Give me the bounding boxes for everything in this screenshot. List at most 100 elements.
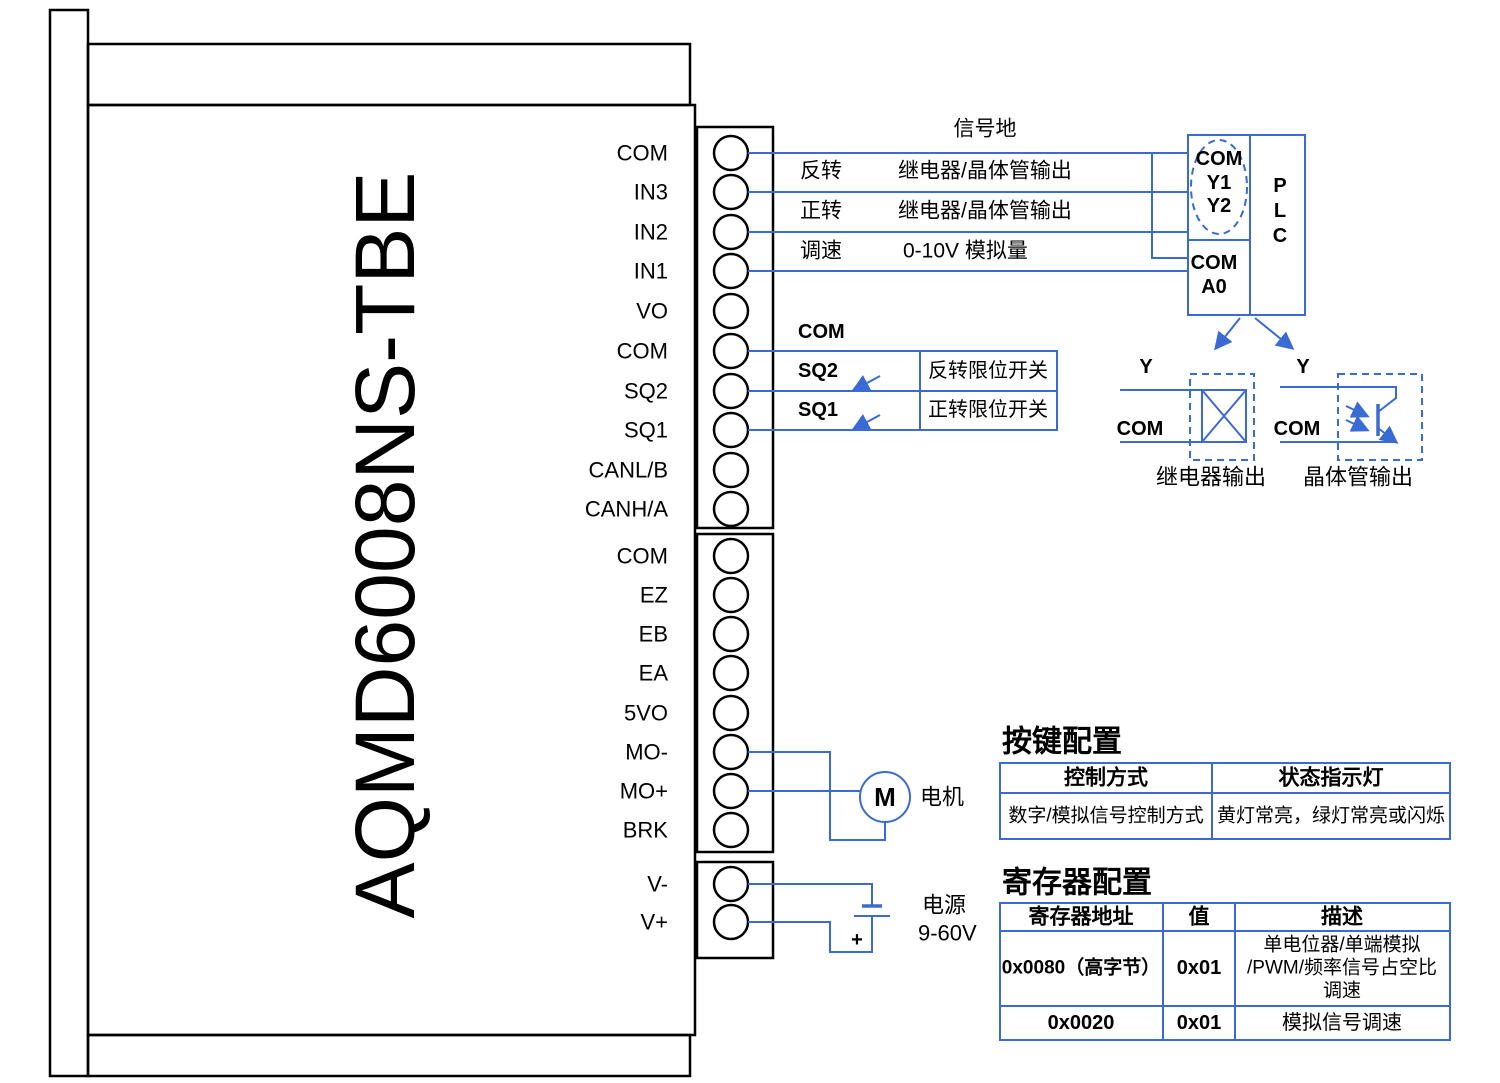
plc-letter-p: P [1273, 175, 1286, 197]
terminal-label: V+ [640, 910, 668, 935]
plc-output-group-ellipse [1190, 139, 1248, 235]
sq1-desc-label: 正转限位开关 [928, 398, 1048, 421]
terminal-label: COM [617, 339, 668, 364]
transistor-output-caption: 晶体管输出 [1303, 465, 1413, 490]
transistor-emitter [1377, 425, 1399, 444]
terminal-label: CANL/B [589, 458, 668, 483]
transistor-y-label: Y [1296, 356, 1310, 378]
motor-circuit: M 电机 [748, 751, 964, 841]
battery-plus-label: + [851, 929, 863, 951]
forward-output-type-label: 继电器/晶体管输出 [898, 200, 1072, 223]
sq2-desc-label: 反转限位开关 [928, 359, 1048, 382]
reverse-output-type-label: 继电器/晶体管输出 [898, 160, 1072, 183]
terminal-label: SQ2 [624, 379, 668, 404]
register-table-border [999, 902, 1451, 1041]
key-config-header-2: 状态指示灯 [1279, 766, 1384, 790]
register-row2-value: 0x01 [1177, 1012, 1222, 1034]
register-row2-desc: 模拟信号调速 [1282, 1011, 1402, 1034]
terminal-circle [712, 733, 750, 771]
relay-dashed-box [1189, 373, 1255, 461]
terminal-circle [712, 451, 750, 489]
chassis-bottom-lip [86, 1033, 692, 1078]
transistor-collector-wire [1280, 386, 1397, 413]
terminal-circle [712, 694, 750, 732]
wire-v-plus [748, 916, 873, 953]
plc-arrow-to-relay [1214, 317, 1241, 351]
motor-symbol [859, 771, 911, 823]
plc-letter-l: L [1274, 200, 1286, 222]
register-row1-desc-line2: /PWM/频率信号占空比 [1247, 957, 1437, 979]
key-config-section: 按键配置 控制方式 状态指示灯 数字/模拟信号控制方式 黄灯常亮，绿灯常亮或闪烁 [999, 726, 1451, 840]
reverse-label: 反转 [800, 160, 842, 183]
key-config-cell-mode: 数字/模拟信号控制方式 [1008, 805, 1203, 827]
terminal-circle [712, 332, 750, 370]
terminal-circle [712, 292, 750, 330]
terminal-labels: COM IN3 IN2 IN1 VO COM SQ2 SQ1 CANL/B CA… [585, 141, 668, 935]
terminal-label: MO- [625, 740, 668, 765]
wire-mo-minus [748, 751, 886, 841]
chassis-top-lip [86, 42, 692, 107]
transistor-dashed-box [1337, 373, 1423, 461]
terminal-label: IN1 [634, 259, 668, 284]
forward-label: 正转 [800, 200, 842, 223]
terminal-circle [712, 654, 750, 692]
power-caption: 电源 [922, 893, 966, 918]
plc-arrow-to-transistor [1254, 317, 1295, 350]
plc-block: COM Y1 Y2 COM A0 P L C [1187, 134, 1306, 351]
register-header-value: 值 [1189, 905, 1210, 929]
motor-caption: 电机 [920, 785, 964, 810]
terminal-circle [712, 615, 750, 653]
terminal-circle [712, 537, 750, 575]
relay-com-label: COM [1117, 418, 1164, 440]
register-config-title: 寄存器配置 [1002, 866, 1152, 900]
signal-ground-label: 信号地 [954, 118, 1017, 141]
motor-m-label: M [874, 782, 896, 812]
plc-out-y1-label: Y1 [1207, 172, 1231, 194]
register-row2-addr: 0x0020 [1048, 1012, 1115, 1034]
sq1-label: SQ1 [798, 399, 838, 421]
terminal-strips [695, 125, 775, 960]
key-config-header-1: 控制方式 [1064, 766, 1148, 790]
chassis-flange [48, 8, 90, 1078]
com-mid-label: COM [798, 321, 845, 343]
photo-arrow-1 [1345, 401, 1370, 418]
terminal-label: V- [647, 872, 668, 897]
relay-y-label: Y [1139, 356, 1153, 378]
terminal-label: IN2 [634, 220, 668, 245]
transistor-com-label: COM [1274, 418, 1321, 440]
plc-analog-com-label: COM [1191, 252, 1238, 274]
terminal-circle [712, 173, 750, 211]
transistor-output-diagram: Y COM 晶体管输出 [1274, 356, 1423, 490]
limit-switch-circuit: COM SQ2 反转限位开关 SQ1 正转限位开关 [748, 321, 1058, 431]
wire-com-branch [1151, 153, 1188, 259]
power-range-label: 9-60V [918, 921, 977, 946]
terminal-circle [712, 865, 750, 903]
plc-analog-a0-label: A0 [1201, 276, 1227, 298]
speed-label: 调速 [800, 240, 842, 263]
terminal-label: EZ [640, 583, 668, 608]
terminal-label: CANH/A [585, 497, 668, 522]
key-config-table-border [999, 762, 1451, 840]
relay-output-caption: 继电器输出 [1156, 465, 1266, 490]
register-row1-value: 0x01 [1177, 957, 1222, 979]
terminal-label: VO [636, 299, 668, 324]
plc-out-y2-label: Y2 [1207, 195, 1231, 217]
terminal-label: IN3 [634, 180, 668, 205]
signal-wires: 信号地 反转 继电器/晶体管输出 正转 继电器/晶体管输出 调速 0-10V 模… [748, 118, 1188, 272]
terminal-circle [712, 252, 750, 290]
sq1-switch-symbol [851, 413, 881, 431]
register-config-section: 寄存器配置 寄存器地址 值 描述 0x0080（高字节） 0x01 单电位器/单… [999, 866, 1451, 1041]
key-config-title: 按键配置 [1002, 726, 1122, 759]
device-chassis: AQMD6008NS-TBE [48, 8, 697, 1078]
plc-out-com-label: COM [1196, 148, 1243, 170]
terminal-circle [712, 411, 750, 449]
relay-contact-cross [1201, 389, 1247, 443]
wire-v-minus [748, 883, 873, 906]
terminal-label: EA [639, 661, 669, 686]
sq2-switch-symbol [851, 374, 881, 392]
terminal-circle [712, 772, 750, 810]
terminal-label: COM [617, 544, 668, 569]
terminal-circle [712, 903, 750, 941]
power-circuit: + 电源 9-60V [748, 883, 977, 953]
